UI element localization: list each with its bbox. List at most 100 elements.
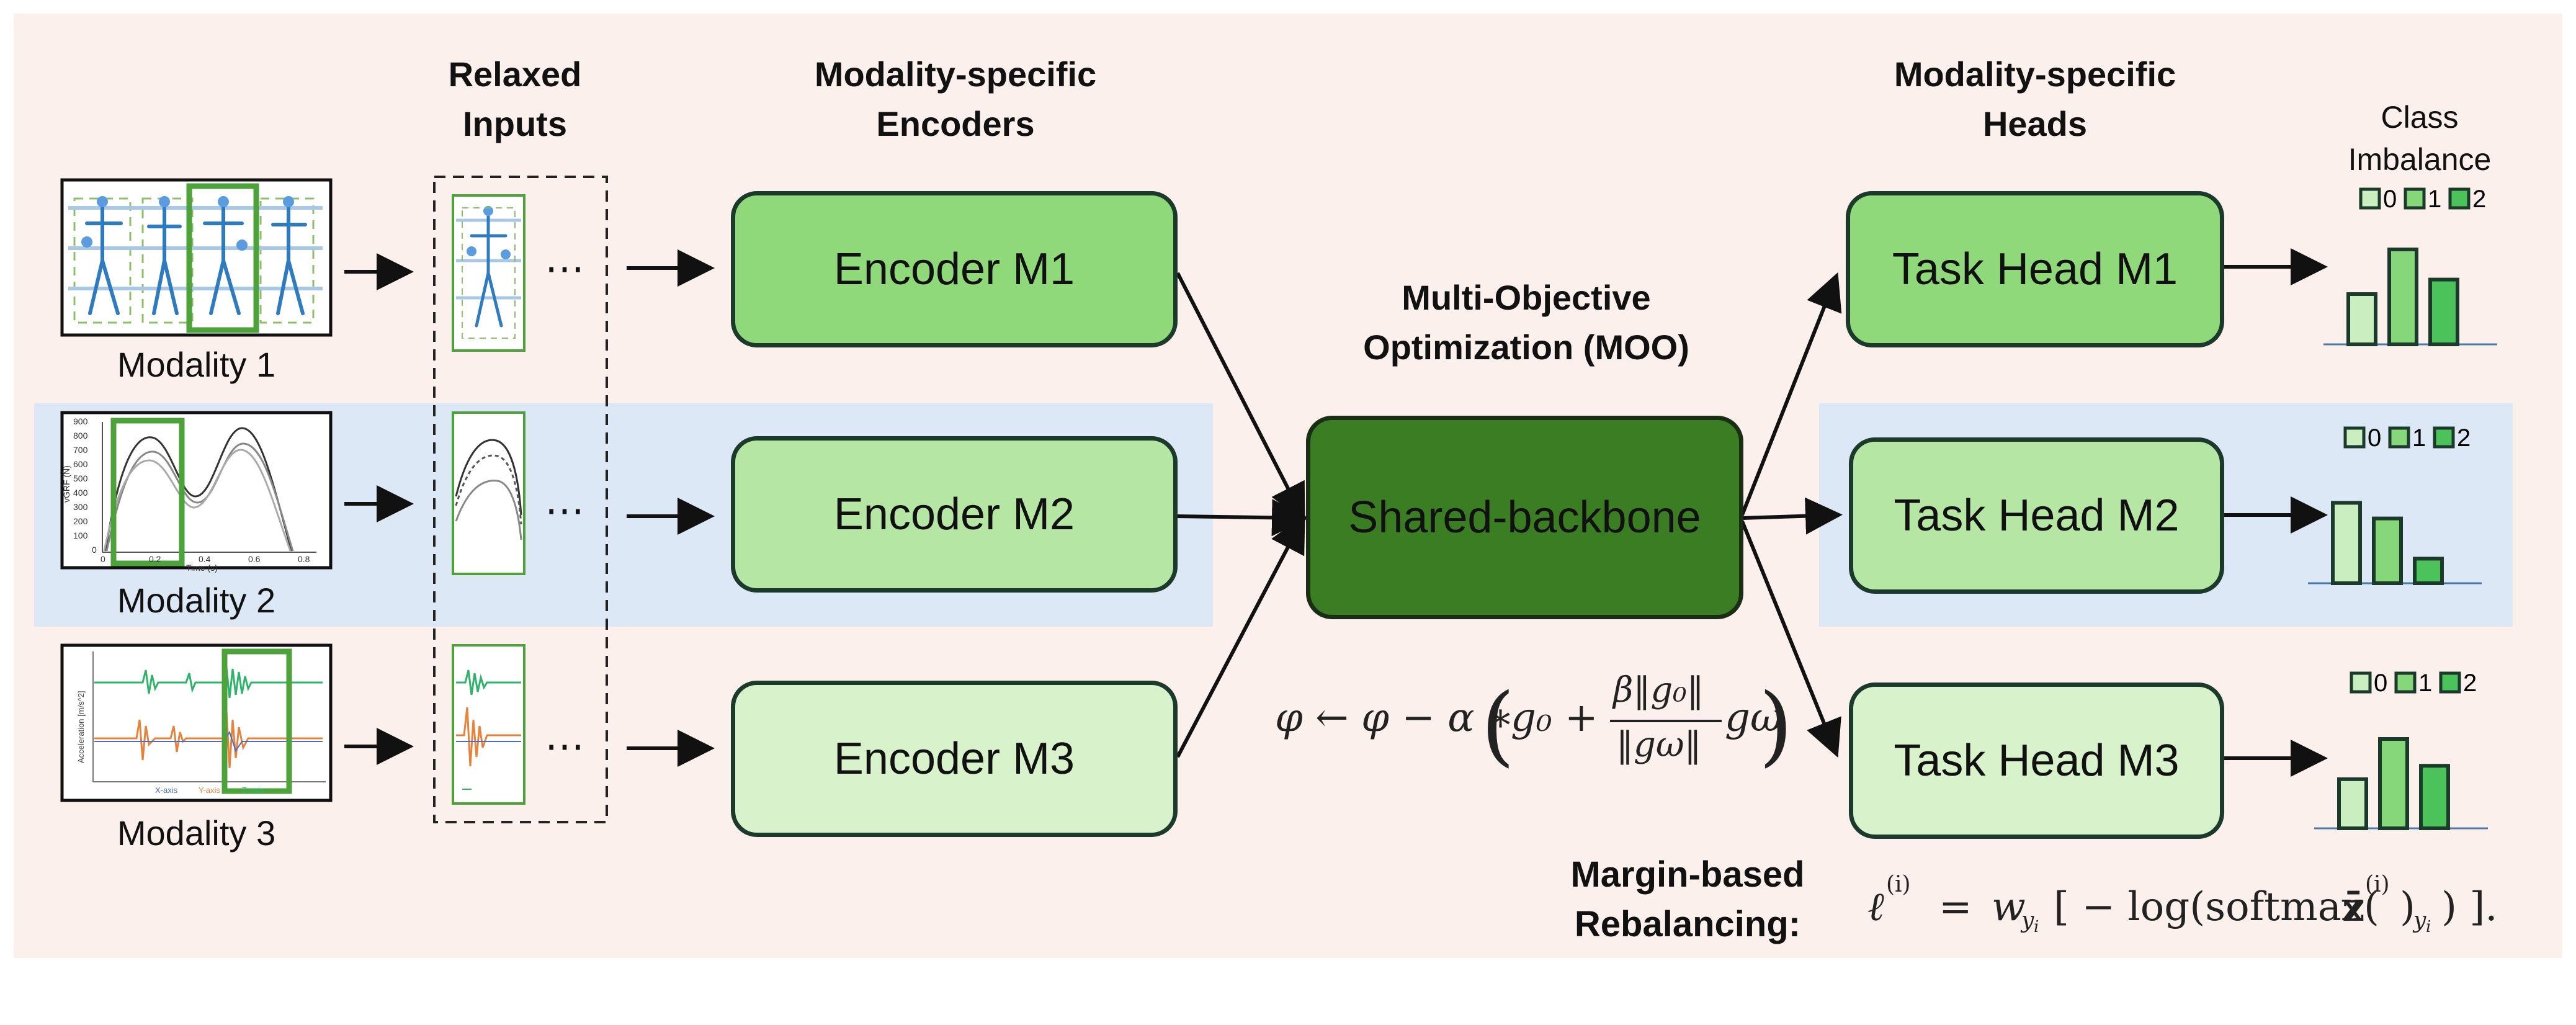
modality-2-label: Modality 2 <box>117 581 276 620</box>
ellipsis-1: ⋯ <box>545 246 584 290</box>
relaxed-crop-1 <box>452 194 525 352</box>
loss-z-sup: (i) <box>2365 872 2390 897</box>
class-bar-1 <box>2387 248 2418 346</box>
m2-y-tick: 200 <box>73 516 88 526</box>
arrow-backbone-to-head3 <box>1740 520 1841 758</box>
relaxed-crop-3 <box>452 644 525 805</box>
legend-label-1: 1 <box>2412 424 2426 452</box>
loss-close: ) <box>2400 884 2415 930</box>
loss-y-subsub: i <box>2426 918 2431 936</box>
heads-title: Modality-specific Heads <box>1894 55 2176 143</box>
formula-fraction-den: ‖gω‖ <box>1616 725 1702 765</box>
relaxed-inputs-container <box>433 176 608 823</box>
encoder-m1: Encoder M1 <box>731 191 1178 347</box>
legend-swatch-0 <box>2350 671 2372 694</box>
loss-lhs: ℓ <box>1867 884 1884 930</box>
m2-x-tick: 0.2 <box>149 554 161 564</box>
formula-fraction-bar <box>1610 720 1722 722</box>
loss-z: z̄ <box>2342 884 2365 931</box>
moo-title: Multi-Objective Optimization (MOO) <box>1363 278 1689 367</box>
m3-legend-z: Z-axis <box>242 786 264 795</box>
class-bar-0 <box>2346 292 2377 346</box>
encoders-title: Modality-specific Encoders <box>814 55 1097 143</box>
class-bar-1 <box>2372 516 2403 585</box>
loss-w-subsub: i <box>2034 918 2039 936</box>
legend-swatch-2 <box>2433 426 2455 449</box>
moo-update-formula: φ ← φ − α ∗ ( g₀ + β‖g₀‖ ‖gω‖ gω ) <box>1275 670 1793 776</box>
m2-y-axis-label: vGRF (N) <box>61 465 71 503</box>
rebalancing-title: Margin-based Rebalancing: <box>1570 854 1805 944</box>
shared-backbone: Shared-backbone <box>1306 416 1743 619</box>
m2-y-tick: 0 <box>92 545 97 555</box>
legend-swatch-0 <box>2343 426 2366 449</box>
legend-swatch-2 <box>2448 187 2471 210</box>
m2-y-tick: 600 <box>73 459 88 469</box>
class-imbalance-title: Class Imbalance <box>2348 100 2492 177</box>
encoder-m2: Encoder M2 <box>731 436 1178 593</box>
m3-y-axis-label: Acceleration [m/s^2] <box>76 691 86 763</box>
class-bar-2 <box>2413 557 2444 586</box>
loss-lhs-sup: (i) <box>1886 872 1911 897</box>
loss-w: w <box>1992 884 2026 930</box>
legend-swatch-0 <box>2359 187 2381 210</box>
rebalancing-loss-formula: ℓ (i) = w y i [ − log(softmax( z̄ (i) ) … <box>1867 872 2513 940</box>
task-head-m2: Task Head M2 <box>1849 437 2224 594</box>
loss-y-sub: y <box>2413 908 2426 933</box>
loss-end: ) ]. <box>2441 884 2498 930</box>
arrow-encoder3-to-backbone <box>1176 514 1305 758</box>
m2-x-tick: 0.8 <box>298 554 310 564</box>
class-bar-1 <box>2378 737 2409 830</box>
modality-3-thumbnail: Acceleration [m/s^2] X-axis Y-axis Z-axi… <box>60 643 333 802</box>
legend-label-2: 2 <box>2457 424 2471 452</box>
modality-1-thumbnail <box>60 178 333 337</box>
relaxed-inputs-title: Relaxed Inputs <box>448 55 582 143</box>
m2-x-tick: 0 <box>101 554 105 564</box>
loss-body: [ − log(softmax( <box>2054 884 2379 930</box>
modality-2-thumbnail: 900 800 700 600 500 400 300 200 100 0 0 … <box>60 411 333 573</box>
m3-legend-y: Y-axis <box>199 786 220 795</box>
legend-label-1: 1 <box>2418 669 2432 697</box>
arrow-backbone-to-head1 <box>1740 272 1842 516</box>
ellipsis-2: ⋯ <box>545 488 584 532</box>
loss-eq: = <box>1939 884 1972 930</box>
formula-paren-close: ) <box>1759 675 1793 776</box>
task-head-m1: Task Head M1 <box>1846 191 2224 347</box>
m2-y-tick: 700 <box>73 445 88 455</box>
class-bar-0 <box>2331 501 2362 586</box>
class-bar-2 <box>2419 764 2450 830</box>
m2-x-tick: 0.6 <box>248 554 261 564</box>
legend-label-2: 2 <box>2472 186 2486 213</box>
loss-w-sub: y <box>2021 908 2034 933</box>
legend-label-2: 2 <box>2463 669 2477 697</box>
m2-y-tick: 500 <box>73 473 88 483</box>
formula-gw: gω <box>1725 695 1783 741</box>
formula-fraction-num: β‖g₀‖ <box>1613 670 1704 710</box>
legend-label-0: 0 <box>2383 186 2397 213</box>
m2-x-axis-label: Time (s) <box>186 563 218 573</box>
class-bar-2 <box>2428 277 2459 347</box>
arrow-backbone-to-head2 <box>1742 497 1843 535</box>
task-head-m3: Task Head M3 <box>1849 683 2224 839</box>
m2-y-tick: 800 <box>73 431 88 441</box>
modality-1-label: Modality 1 <box>117 345 276 384</box>
arrow-encoder2-to-backbone <box>1177 499 1309 537</box>
m2-x-tick: 0.4 <box>199 554 211 564</box>
m3-legend-x: X-axis <box>155 786 178 795</box>
class-bar-0 <box>2337 777 2368 831</box>
m2-y-tick: 300 <box>73 502 88 512</box>
modality-3-label: Modality 3 <box>117 813 276 853</box>
m2-y-tick: 400 <box>73 488 88 498</box>
encoder-m3: Encoder M3 <box>731 681 1178 837</box>
legend-swatch-2 <box>2439 671 2461 694</box>
m2-y-tick: 900 <box>73 416 88 426</box>
m2-y-tick: 100 <box>73 530 88 540</box>
legend-label-1: 1 <box>2428 186 2441 213</box>
ellipsis-3: ⋯ <box>545 723 584 768</box>
relaxed-crop-2 <box>452 411 525 575</box>
formula-update-lhs: φ ← φ − α ∗ <box>1275 695 1514 741</box>
legend-swatch-1 <box>2388 426 2410 449</box>
legend-swatch-1 <box>2404 187 2426 210</box>
